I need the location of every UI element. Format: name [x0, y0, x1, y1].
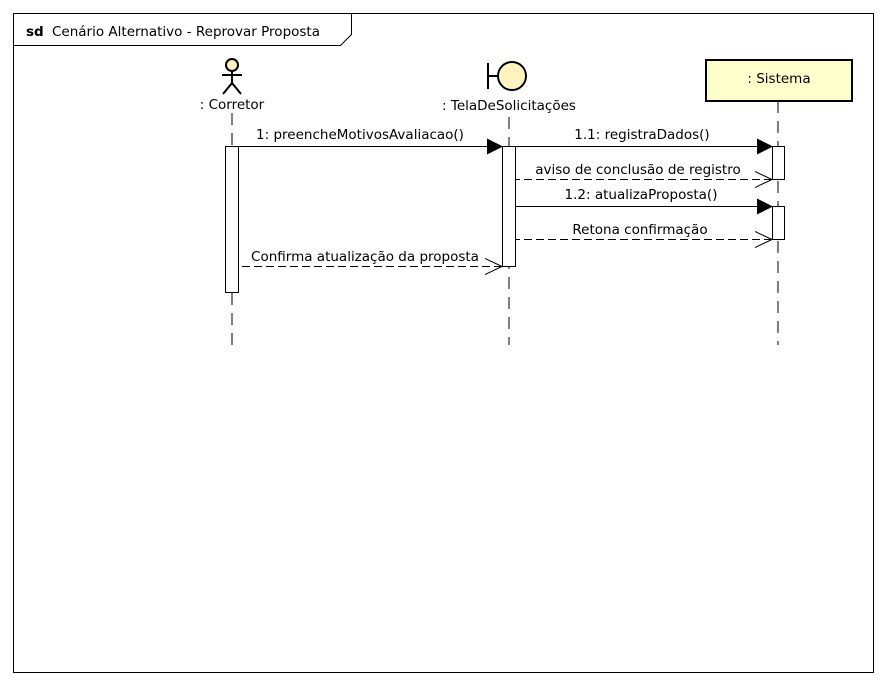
activation-corretor — [225, 146, 239, 293]
activation-sistema-2 — [772, 206, 785, 240]
return-1-label: Confirma atualização da proposta — [251, 249, 479, 265]
message-1-2-label: 1.2: atualizaProposta() — [565, 187, 718, 203]
participant-system-label: : Sistema — [747, 71, 810, 87]
participant-actor-label: : Corretor — [200, 97, 265, 113]
participant-system-box — [705, 59, 853, 102]
return-1-2-label: Retona confirmação — [572, 222, 707, 238]
activation-tela — [502, 146, 516, 267]
frame-title: Cenário Alternativo - Reprovar Proposta — [52, 24, 320, 40]
activation-sistema-1 — [772, 146, 785, 180]
message-1-1-label: 1.1: registraDados() — [574, 127, 709, 143]
frame-keyword: sd — [26, 24, 44, 40]
participant-boundary-label: : TelaDeSolicitações — [442, 98, 576, 114]
frame-label-tab — [13, 13, 352, 46]
message-1-label: 1: preencheMotivosAvaliacao() — [256, 127, 464, 143]
frame-label: sd Cenário Alternativo - Reprovar Propos… — [26, 24, 320, 40]
boundary-icon — [487, 61, 527, 91]
return-1-1-label: aviso de conclusão de registro — [535, 162, 740, 178]
diagram-frame — [13, 13, 874, 673]
actor-stick-figure-icon — [222, 58, 242, 95]
